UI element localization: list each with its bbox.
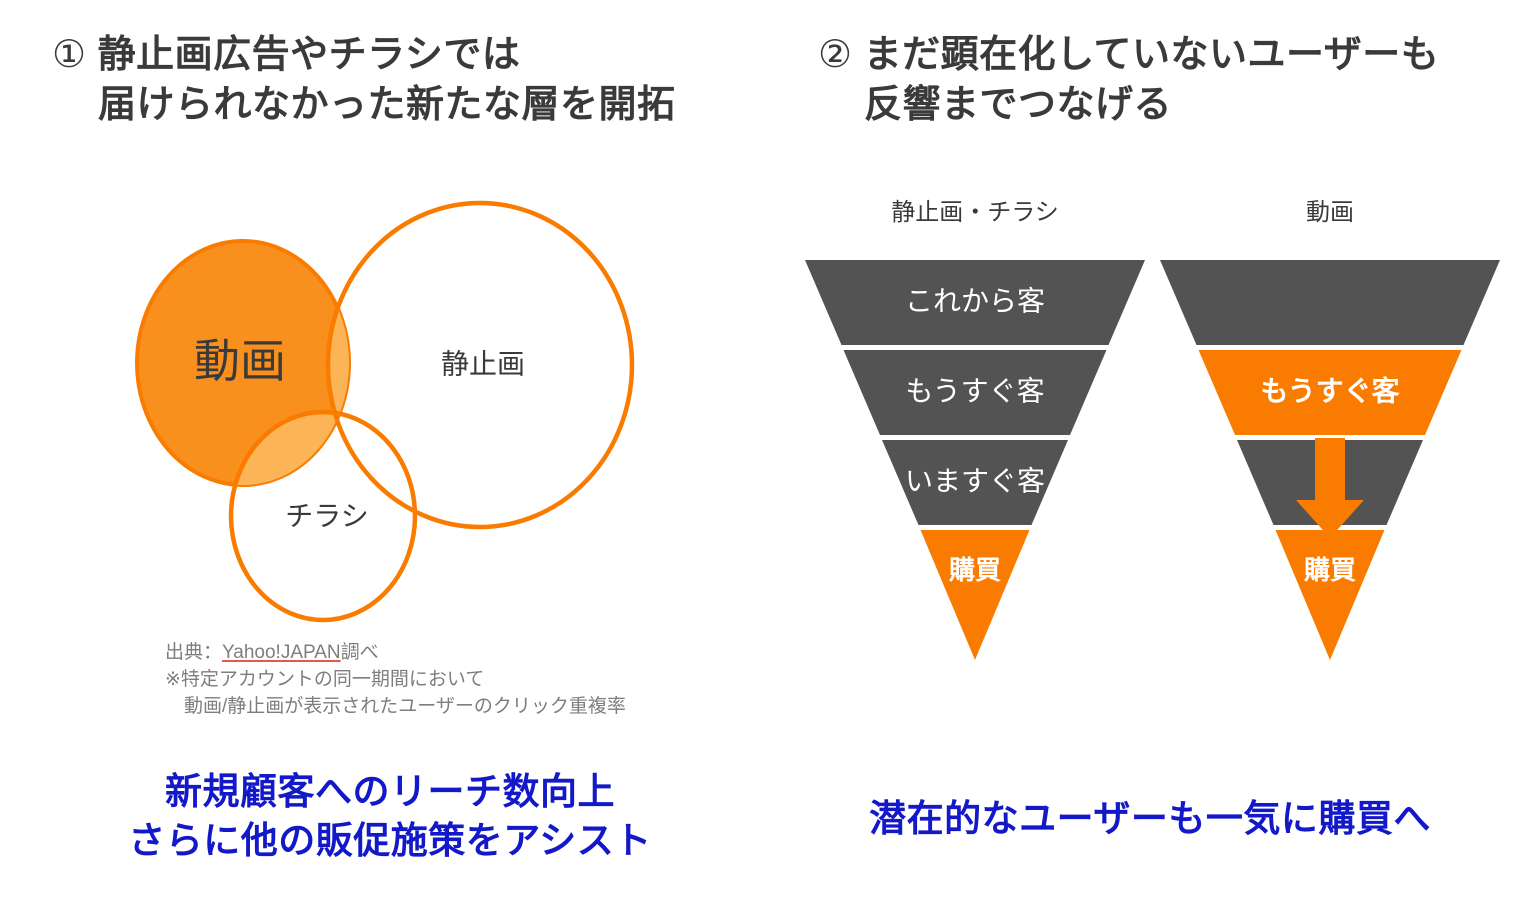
static-funnel-segment-4-label: 購買: [949, 555, 1001, 585]
static-funnel-segment-2-label: もうすぐ客: [905, 375, 1044, 406]
video-funnel-segment-4: [1275, 530, 1385, 660]
panel-right-heading-line1: まだ顕在化していないユーザーも: [863, 34, 1440, 76]
static-funnel: 静止画・チラシ これから客 もうすぐ客 いますぐ客 購買: [805, 199, 1145, 660]
panel-left-conclusion-line2: さらに他の販促施策をアシスト: [128, 819, 652, 861]
panel-left-heading-line2: 届けられなかった新たな層を開拓: [98, 84, 676, 127]
panel-left-heading: ① 静止画広告やチラシでは 届けられなかった新たな層を開拓: [52, 30, 676, 130]
source-note-source-name: Yahoo!JAPAN: [222, 642, 341, 663]
video-funnel-segment-2: [1198, 350, 1462, 435]
down-arrow-icon: [1296, 438, 1364, 538]
static-funnel-segment-1-label: これから客: [905, 285, 1045, 316]
static-funnel-caption: 静止画・チラシ: [891, 199, 1059, 226]
source-note-line3: 動画/静止画が表示されたユーザーのクリック重複率: [165, 695, 626, 717]
video-funnel-caption: 動画: [1306, 199, 1354, 226]
panel-right-conclusion-line1: 潜在的なユーザーも一気に購買へ: [869, 798, 1431, 839]
funnel-comparison: 静止画・チラシ これから客 もうすぐ客 いますぐ客 購買 動画: [780, 190, 1520, 680]
venn-label-flyer: チラシ: [285, 500, 368, 531]
venn-circle-flyer: [228, 409, 418, 623]
panel-right-heading: ② まだ顕在化していないユーザーも 反響までつなげる: [818, 30, 1439, 130]
panel-right-conclusion: 潜在的なユーザーも一気に購買へ: [800, 795, 1500, 844]
panel-left-marker: ①: [52, 34, 87, 76]
venn-label-video: 動画: [194, 335, 286, 387]
static-funnel-segment-3-label: いますぐ客: [905, 465, 1045, 496]
venn-label-still: 静止画: [441, 348, 525, 379]
video-funnel-segment-4-label: 購買: [1304, 555, 1356, 585]
panel-right-heading-line2: 反響までつなげる: [864, 84, 1173, 127]
panel-left-heading-line1: 静止画広告やチラシでは: [97, 34, 521, 76]
video-funnel-segment-1: [1160, 260, 1500, 345]
venn-diagram: 動画 静止画 チラシ: [120, 170, 680, 640]
video-funnel: 動画 もうすぐ客 購買: [1160, 199, 1500, 660]
venn-circle-still: [325, 200, 635, 530]
static-funnel-segment-3: [882, 440, 1068, 525]
source-note-line2: ※特定アカウントの同一期間において: [165, 668, 485, 690]
video-funnel-segment-2-label: もうすぐ客: [1260, 374, 1400, 406]
source-note-prefix: 出典：: [165, 642, 223, 663]
panel-right-marker: ②: [818, 34, 853, 76]
venn-overlap-video-flyer: [231, 412, 349, 485]
static-funnel-segment-2: [843, 350, 1107, 435]
panel-left-conclusion: 新規顧客へのリーチ数向上 さらに他の販促施策をアシスト: [60, 768, 720, 866]
source-note: 出典：Yahoo!JAPAN調べ ※特定アカウントの同一期間において 動画/静止…: [165, 640, 626, 721]
source-note-suffix: 調べ: [340, 642, 379, 663]
panel-left-conclusion-line1: 新規顧客へのリーチ数向上: [165, 771, 615, 812]
static-funnel-segment-1: [805, 260, 1145, 345]
static-funnel-segment-4: [920, 530, 1030, 660]
